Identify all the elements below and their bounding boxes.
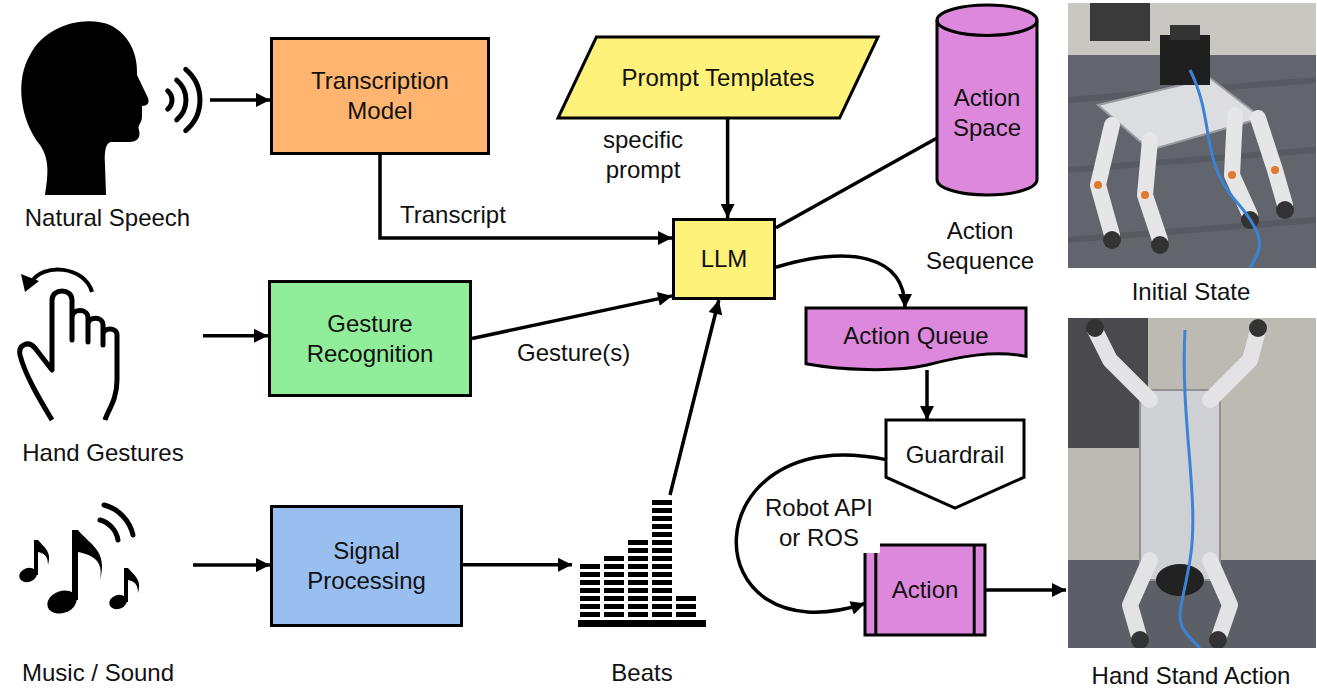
robot-knees	[1094, 166, 1279, 199]
beat-bar	[604, 556, 624, 617]
predefined-process: Action	[865, 545, 985, 635]
caption: Initial State	[1132, 278, 1251, 306]
beat-bar	[580, 564, 600, 617]
caption: Natural Speech	[25, 204, 190, 232]
note-stem	[34, 540, 38, 575]
shape-path	[865, 545, 985, 635]
icon-node: Hand Gestures	[3, 262, 203, 467]
beat-bar	[676, 596, 696, 617]
beats-equalizer-icon	[578, 500, 706, 627]
node-label: Action Space	[947, 83, 1027, 143]
edge-label: Action Sequence	[912, 216, 1048, 276]
photo-carpet	[1068, 560, 1316, 648]
swipe-arrow	[31, 270, 92, 292]
hand-outline	[20, 291, 117, 420]
connector-arrow	[776, 256, 905, 308]
robot-photo-handstand	[1068, 318, 1316, 648]
node-label: Action Queue	[816, 321, 1016, 351]
robot-feet	[1086, 319, 1267, 648]
beat-bar	[628, 540, 648, 617]
robot-feet	[1103, 201, 1294, 254]
edge-label: specific prompt	[590, 125, 696, 185]
head-silhouette	[21, 21, 148, 195]
shape-path	[806, 308, 1026, 370]
connector-arrow	[925, 370, 929, 420]
note-flag	[128, 568, 139, 593]
sound-wave	[104, 505, 133, 535]
node-label: Transcription Model	[281, 66, 479, 126]
edge-label: Robot API or ROS	[758, 493, 880, 553]
node-label: Signal Processing	[281, 536, 452, 596]
node-label: Guardrail	[896, 440, 1014, 470]
robot-cable	[1190, 70, 1259, 268]
hand-gesture-icon	[20, 270, 117, 420]
process-box: Signal Processing	[270, 505, 463, 627]
icon-node: Natural Speech	[5, 10, 210, 232]
caption: Beats	[611, 659, 672, 687]
caption: Hand Stand Action	[1092, 662, 1291, 690]
edge-label: Gesture(s)	[515, 338, 632, 368]
robot-leg	[1095, 330, 1258, 640]
process-box: Gesture Recognition	[268, 280, 472, 397]
shape-path	[886, 420, 1024, 508]
shape-path	[937, 5, 1037, 195]
connector-arrow	[203, 334, 268, 338]
robot-cable	[1180, 330, 1200, 648]
offpage-shape: Guardrail	[886, 420, 1024, 508]
icon-node: Beats	[572, 495, 712, 687]
music-notes-icon	[17, 505, 139, 617]
robot-head	[1156, 564, 1204, 596]
process-box: LLM	[672, 218, 776, 300]
data-parallelogram: Prompt Templates	[558, 37, 878, 118]
sound-wave	[186, 69, 200, 130]
connector-arrow	[463, 563, 572, 567]
note-stem	[124, 568, 128, 602]
connector-arrow	[776, 138, 937, 228]
sound-wave	[177, 80, 186, 120]
icon-node: Music / Sound	[3, 495, 193, 687]
caption: Hand Gestures	[22, 439, 183, 467]
beat-baseline	[578, 620, 706, 627]
shape-detail	[876, 545, 974, 635]
beat-bar	[652, 500, 672, 617]
connector-arrow	[193, 563, 270, 567]
node-label: LLM	[683, 244, 765, 274]
connector-arrow	[472, 296, 672, 339]
node-label: Gesture Recognition	[279, 309, 461, 369]
connector-arrow	[670, 300, 719, 495]
connector-arrow	[985, 588, 1066, 592]
robot-leg	[1098, 115, 1285, 240]
photo-furniture	[1090, 3, 1150, 41]
photo-node: Initial State	[1066, 2, 1316, 306]
robot-body	[1140, 390, 1220, 580]
shape-detail	[937, 20, 1037, 35]
shape-path	[558, 37, 878, 118]
note-stem	[72, 530, 78, 600]
document-shape: Action Queue	[806, 308, 1026, 370]
photo-wall	[1068, 318, 1316, 648]
note-flag	[78, 530, 102, 580]
caption: Music / Sound	[22, 659, 174, 687]
storage-cylinder: Action Space	[937, 5, 1037, 195]
robot-photo-initial	[1068, 3, 1316, 268]
node-label: Action	[875, 575, 975, 605]
node-label: Prompt Templates	[568, 63, 868, 93]
swipe-arrowhead	[21, 274, 39, 292]
connector-arrow	[210, 98, 270, 102]
speaking-head-icon	[21, 21, 200, 195]
connector-arrow	[726, 118, 730, 218]
sound-wave	[100, 520, 118, 540]
robot-payload	[1160, 35, 1210, 85]
process-box: Transcription Model	[270, 37, 490, 155]
photo-node: Hand Stand Action	[1066, 316, 1316, 690]
robot-payload	[1170, 25, 1200, 40]
photo-carpet	[1068, 55, 1316, 268]
photo-wall	[1068, 3, 1316, 268]
note-flag	[38, 540, 49, 565]
edge-label: Transcript	[398, 200, 508, 230]
sound-wave	[168, 91, 172, 109]
